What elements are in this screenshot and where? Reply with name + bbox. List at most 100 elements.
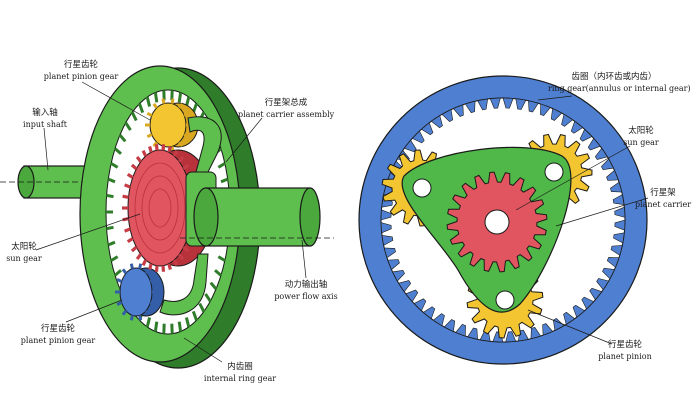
top-planet-tooth xyxy=(161,98,166,104)
bottom-planet-tooth xyxy=(121,309,128,316)
label-sun-gear-left-en: sun gear xyxy=(6,254,42,263)
label-internal-ring-gear-zh: 内齿圈 xyxy=(227,362,253,372)
ring-tooth-left xyxy=(153,92,159,103)
ring-gear-tooth xyxy=(398,280,412,293)
sun-face-ring xyxy=(141,175,179,241)
label-ring-gear-en: ring gear(annulus or internal gear) xyxy=(548,84,691,93)
ring-gear-tooth xyxy=(579,128,593,142)
ring-gear-tooth xyxy=(601,158,614,171)
label-planet-carrier-en: planet carrier xyxy=(634,200,692,209)
ring-tooth-left xyxy=(106,193,114,199)
label-internal-ring-gear-en: internal ring gear xyxy=(203,374,277,383)
bottom-planet-tooth xyxy=(144,309,151,316)
ring-gear-tooth xyxy=(587,137,601,151)
sun-tooth-left xyxy=(141,259,148,266)
sun-tooth-left xyxy=(141,150,148,157)
ring-gear-tooth xyxy=(411,130,425,144)
ring-gear-tooth xyxy=(505,331,517,343)
ring-gear-tooth xyxy=(467,327,478,340)
label-input-shaft: 输入轴 input shaft xyxy=(20,108,70,130)
ring-gear-tooth xyxy=(606,257,620,268)
label-planet-carrier: 行星架 planet carrier xyxy=(630,188,696,210)
ring-tooth-left xyxy=(124,121,132,131)
label-planet-pinion: 行星齿轮 planet pinion xyxy=(592,340,658,362)
ring-tooth-left xyxy=(177,92,183,103)
ring-gear-tooth xyxy=(606,169,619,181)
ring-gear-tooth xyxy=(550,108,563,121)
sun-tooth-left xyxy=(154,144,159,151)
sun-tooth-left xyxy=(124,227,131,233)
ring-gear-tooth xyxy=(432,313,445,327)
ring-gear-tooth xyxy=(430,115,443,129)
bottom-planet-tooth xyxy=(129,263,134,269)
ring-gear-tooth xyxy=(561,113,574,127)
ring-gear-tooth xyxy=(563,311,576,325)
label-planet-pinion-gear-top: 行星齿轮 planet pinion gear xyxy=(36,60,126,82)
top-planet-tooth xyxy=(152,102,158,109)
ring-gear-tooth xyxy=(380,222,392,234)
ring-tooth-left xyxy=(209,281,218,290)
ring-gear-tooth xyxy=(464,100,476,113)
ring-gear-tooth xyxy=(612,194,625,206)
label-planet-carrier-zh: 行星架 xyxy=(650,188,676,198)
label-sun-gear-right-zh: 太阳轮 xyxy=(628,126,654,136)
bottom-planet-tooth xyxy=(116,301,123,306)
label-planet-pinion-gear-bottom-zh: 行星齿轮 xyxy=(40,324,75,334)
ring-gear-tooth xyxy=(452,104,464,117)
sun-tooth-left xyxy=(122,194,129,199)
sun-tooth-left xyxy=(130,163,138,171)
label-planet-pinion-zh: 行星齿轮 xyxy=(607,340,642,350)
ring-tooth-left xyxy=(204,293,212,303)
label-power-flow-axis-en: power flow axis xyxy=(274,292,338,301)
ring-tooth-left xyxy=(217,255,226,262)
sun-tooth-left xyxy=(167,145,172,153)
ring-gear-tooth xyxy=(383,247,396,259)
ring-gear-tooth xyxy=(502,97,514,109)
sun-tooth-left xyxy=(148,145,153,153)
label-planet-pinion-gear-bottom-en: planet pinion gear xyxy=(20,336,96,345)
sun-tooth-left xyxy=(172,259,179,266)
bottom-planet-tooth xyxy=(149,278,156,283)
label-planet-pinion-gear-top-en: planet pinion gear xyxy=(43,72,119,81)
top-planet-tooth xyxy=(183,111,190,117)
sun-tooth-left xyxy=(130,245,138,253)
top-planet-tooth xyxy=(183,133,190,139)
top-planet-tooth xyxy=(170,98,175,104)
ring-tooth-left xyxy=(107,177,116,184)
sun-tooth-left xyxy=(148,263,153,271)
label-power-flow-axis: 动力输出轴 power flow axis xyxy=(264,280,348,302)
label-planet-pinion-gear-bottom: 行星齿轮 planet pinion gear xyxy=(14,324,102,346)
label-power-flow-axis-zh: 动力输出轴 xyxy=(284,280,328,290)
ring-gear-tooth xyxy=(443,319,456,332)
sun-tooth-left xyxy=(182,245,190,253)
top-planet-tooth xyxy=(178,141,184,148)
ring-tooth-left xyxy=(118,134,127,143)
label-planet-pinion-en: planet pinion xyxy=(598,352,652,361)
ring-gear-tooth xyxy=(530,327,542,340)
ring-tooth-left xyxy=(130,111,138,122)
ring-gear-tooth xyxy=(420,122,434,136)
ring-tooth-left xyxy=(114,147,122,155)
carrier-pin-hole xyxy=(495,290,515,310)
ring-tooth-left xyxy=(191,310,198,321)
bottom-planet-tooth xyxy=(121,268,128,275)
ring-gear-tooth xyxy=(528,100,539,113)
sun-gear-front xyxy=(446,171,548,273)
ring-tooth-left xyxy=(145,96,152,107)
ring-tooth-left xyxy=(153,321,159,332)
planet-pinion-gear-top-3d xyxy=(145,98,199,152)
ring-gear-tooth xyxy=(413,298,427,312)
ring-tooth-left xyxy=(217,162,226,169)
ring-gear-tooth xyxy=(515,98,527,110)
ring-gear-tooth xyxy=(477,98,489,111)
ring-tooth-left xyxy=(214,269,222,277)
left-3d-gearset xyxy=(0,65,334,369)
sun-tooth-left xyxy=(126,172,134,179)
sun-tooth-left xyxy=(124,183,131,189)
ring-gear-tooth xyxy=(572,304,586,318)
sun-face-ring xyxy=(148,188,172,228)
label-planet-carrier-assembly-zh: 行星架总成 xyxy=(264,98,308,108)
sun-tooth-left xyxy=(126,237,134,244)
label-ring-gear-zh: 齿圈（内环齿或内齿） xyxy=(571,72,657,82)
top-planet-tooth xyxy=(146,111,153,117)
